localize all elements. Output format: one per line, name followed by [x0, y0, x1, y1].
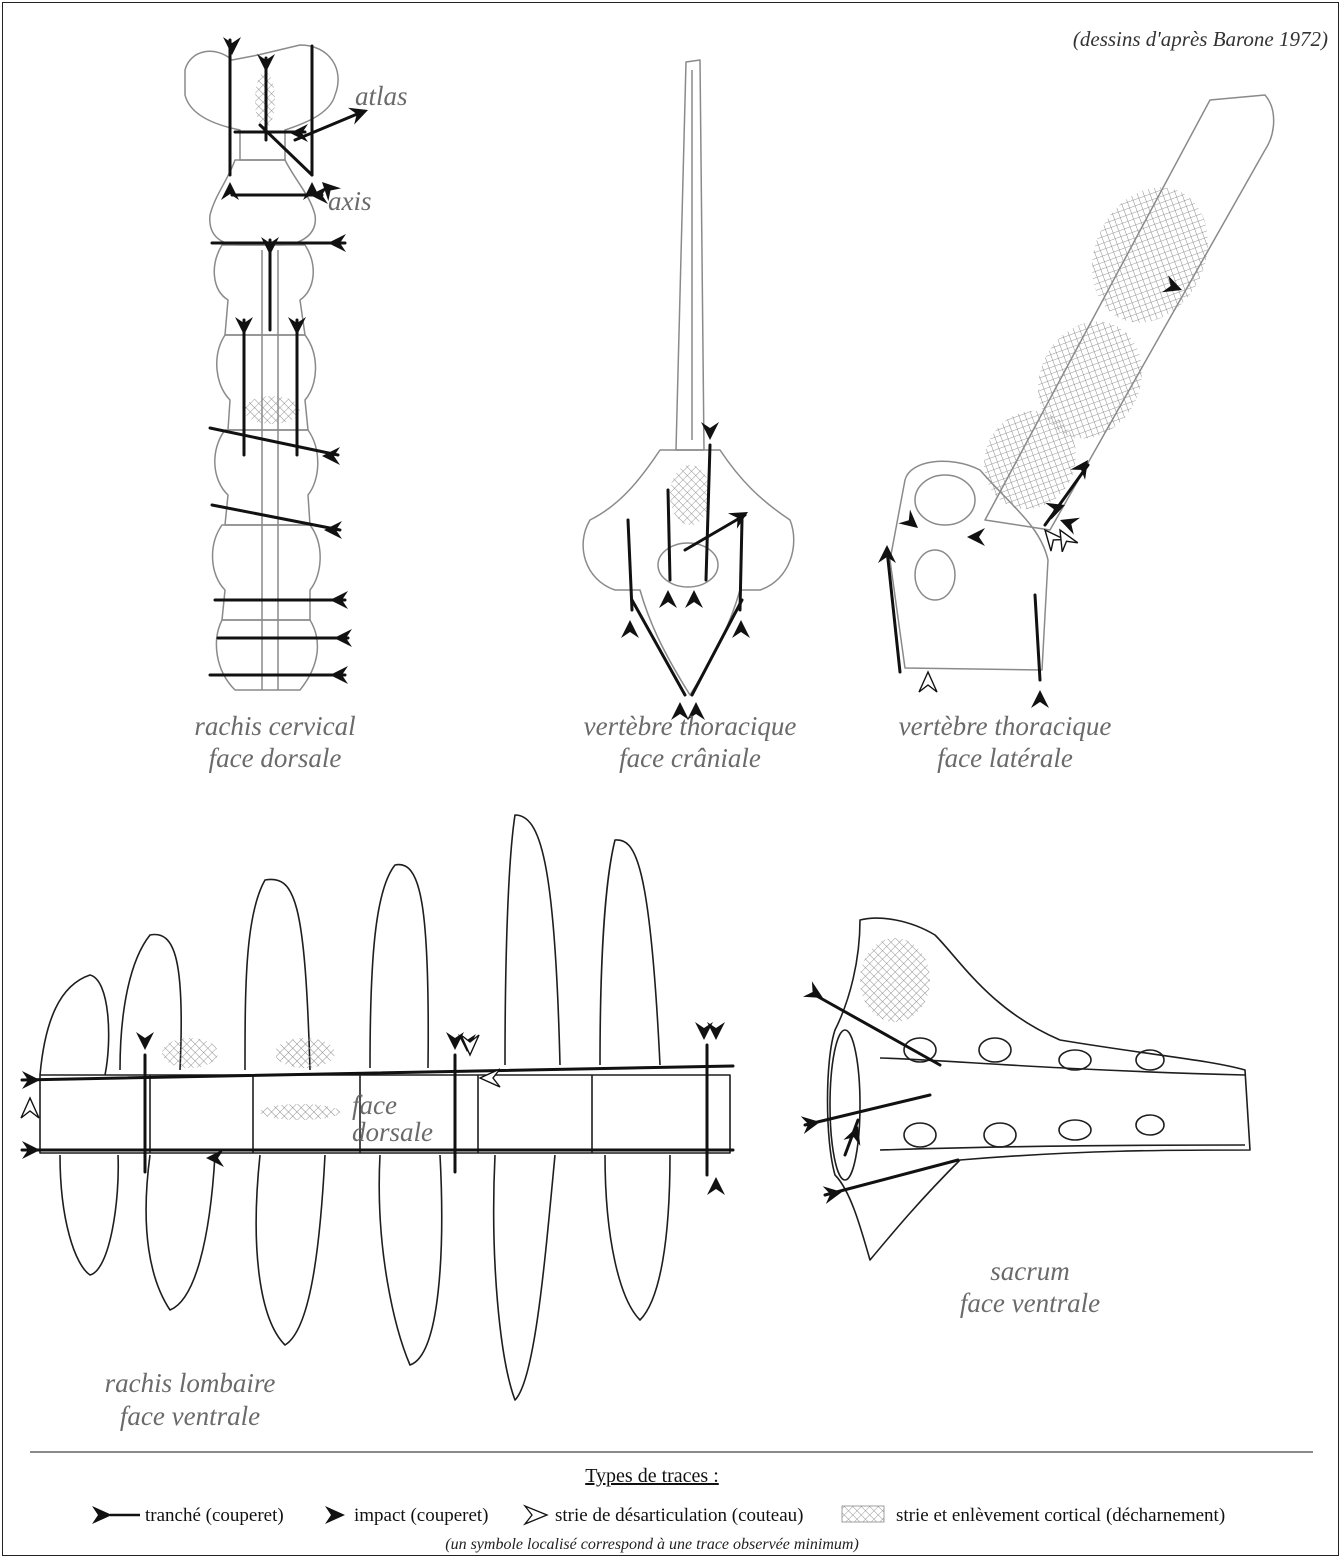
legend-item-knife-text: strie de désarticulation (couteau)	[555, 1505, 803, 1526]
thoracic-cranial-label-line2: face crâniale	[619, 743, 761, 773]
lumbar-process-1-lower	[60, 1155, 118, 1275]
legend-item-cortical-text: strie et enlèvement cortical (décharneme…	[896, 1505, 1225, 1526]
crosshatch-swatch-icon	[842, 1506, 884, 1522]
lumbar-cortical-patch-1	[162, 1038, 218, 1068]
sacrum-label-line1: sacrum	[990, 1256, 1070, 1286]
impact-arrow-icon	[325, 1506, 345, 1524]
cervical-spine-drawing: atlas axis	[185, 37, 408, 690]
legend-item-knife: strie de désarticulation (couteau)	[525, 1505, 803, 1526]
lumbar-process-2-lower	[146, 1155, 215, 1310]
legend-item-chop-text: tranché (couperet)	[145, 1505, 284, 1526]
legend-item-chop: tranché (couperet)	[92, 1505, 284, 1526]
source-note: (dessins d'après Barone 1972)	[1073, 27, 1328, 51]
atlas-label: atlas	[355, 81, 408, 111]
lumbar-label-line1: rachis lombaire	[105, 1368, 276, 1398]
lumbar-process-6-lower	[605, 1155, 670, 1320]
knife-chevron-icon	[525, 1506, 547, 1524]
lumbar-inner-label-line2: dorsale	[352, 1117, 433, 1147]
sacrum-drawing	[801, 918, 1250, 1260]
lumbar-process-4-lower	[379, 1155, 441, 1365]
legend-note: (un symbole localisé correspond à une tr…	[445, 1536, 859, 1553]
sacrum-cortical-patch	[860, 938, 930, 1022]
thoracic-lateral-label-line2: face latérale	[937, 743, 1073, 773]
lumbar-process-3-lower	[256, 1155, 325, 1345]
lumbar-cortical-patch-2	[275, 1038, 335, 1068]
cervical-vertebra-7	[216, 620, 317, 690]
lumbar-spine-drawing: face dorsale	[21, 815, 733, 1400]
thoracic-cranial-label-line1: vertèbre thoracique	[584, 711, 797, 741]
thoracic-lateral-label-line1: vertèbre thoracique	[899, 711, 1112, 741]
axis-label: axis	[328, 186, 372, 216]
cervical-label-line2: face dorsale	[209, 743, 342, 773]
cervical-vertebra-5	[215, 430, 318, 525]
thoracic-cranial-cortical-patch	[670, 465, 710, 525]
spinous-process	[676, 60, 704, 450]
cervical-cortical-patch	[244, 396, 300, 424]
thoracic-lateral-drawing	[878, 95, 1274, 708]
chop-arrow-icon	[92, 1506, 140, 1524]
legend-item-impact: impact (couperet)	[325, 1505, 489, 1526]
cervical-label-line1: rachis cervical	[194, 711, 355, 741]
sacrum-label-line2: face ventrale	[960, 1288, 1100, 1318]
lumbar-inner-label-line1: face	[352, 1090, 397, 1120]
lumbar-label-line2: face ventrale	[120, 1401, 260, 1431]
legend-item-cortical: strie et enlèvement cortical (décharneme…	[842, 1505, 1225, 1526]
cervical-vertebra-6	[213, 525, 321, 620]
thoracic-cranial-drawing	[583, 60, 794, 720]
legend-item-impact-text: impact (couperet)	[354, 1505, 489, 1526]
legend-title: Types de traces :	[585, 1465, 719, 1487]
lumbar-process-5-lower	[494, 1155, 555, 1400]
lumbar-cortical-patch-3	[260, 1104, 340, 1120]
lumbar-process-1-upper	[40, 975, 109, 1075]
lumbar-process-4-upper	[370, 865, 428, 1068]
axis-bone	[210, 160, 316, 245]
lumbar-process-6-upper	[600, 840, 660, 1065]
lumbar-process-5-upper	[505, 815, 560, 1065]
